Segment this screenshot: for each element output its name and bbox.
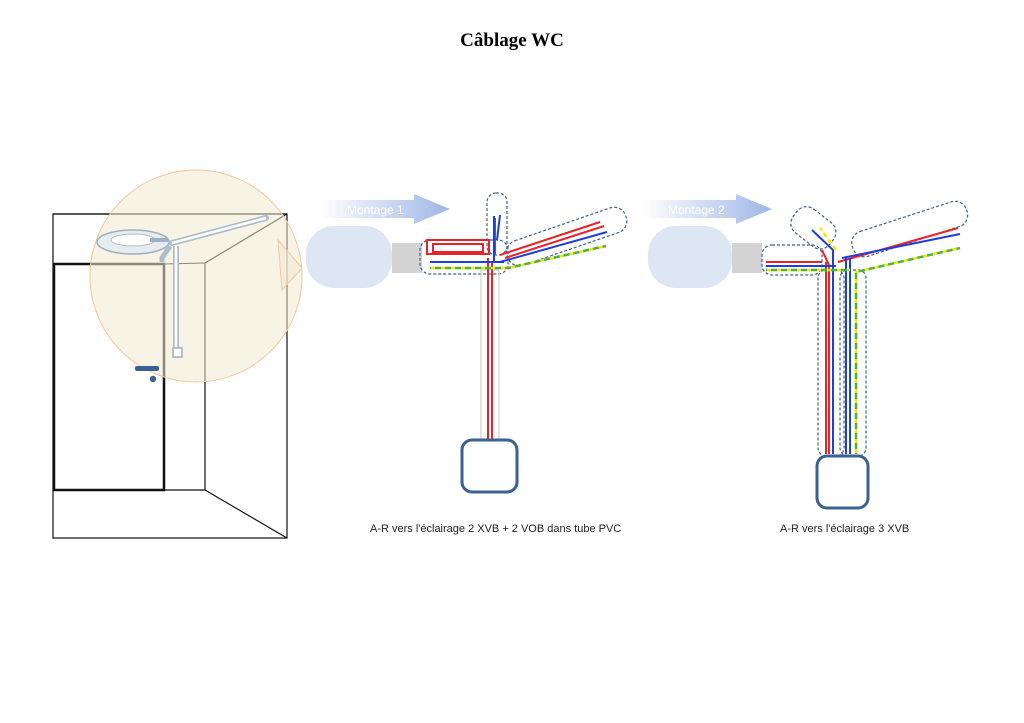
conduit-upleft — [790, 206, 837, 250]
montage-1-label: Montage 1 — [347, 203, 404, 217]
montage-1-arrow — [320, 194, 450, 224]
conduit-left-2 — [761, 244, 823, 276]
zoom-bubble — [89, 169, 303, 383]
page-title: Câblage WC — [460, 30, 564, 51]
lamp-shape-2 — [648, 226, 732, 288]
montage-2-arrow — [642, 194, 772, 224]
switch-box-2 — [815, 454, 870, 510]
lamp-shape — [306, 226, 392, 288]
conduit-right-2 — [851, 200, 969, 258]
switch-box-1 — [460, 438, 519, 494]
wall-box — [172, 347, 183, 358]
lamp-connector-2 — [732, 243, 762, 273]
switch-icon — [135, 366, 159, 371]
conduit-down — [480, 269, 500, 441]
montage-1-caption: A-R vers l'éclairage 2 XVB + 2 VOB dans … — [370, 523, 622, 535]
lamp-connector — [392, 243, 422, 273]
montage-2-caption: A-R vers l'éclairage 3 XVB — [780, 523, 910, 535]
room-drawing — [52, 169, 303, 539]
conduit-down-2b — [839, 269, 867, 457]
montage-2-diagram: Montage 2 — [642, 194, 969, 510]
montage-2-label: Montage 2 — [668, 203, 725, 217]
montage-1-diagram: Montage 1 — [306, 192, 628, 494]
conduit-up — [486, 192, 508, 256]
floor-edge — [204, 489, 288, 539]
conduit-right — [506, 206, 628, 267]
